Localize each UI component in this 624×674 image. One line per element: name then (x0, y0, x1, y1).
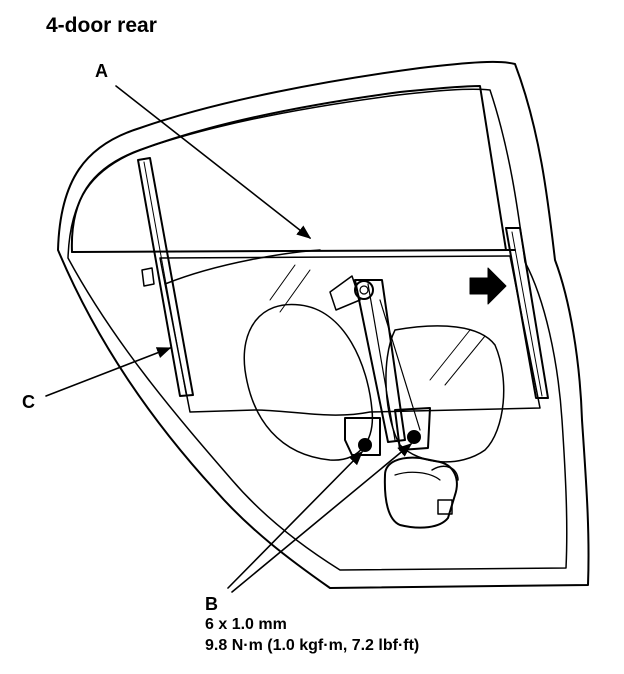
glass-bracket-front (344, 417, 381, 456)
glass-bracket-rear (394, 407, 431, 451)
window-sash (70, 85, 507, 253)
diagram-title: 4-door rear (46, 14, 157, 37)
mounting-bolt-rear (407, 430, 421, 444)
regulator-motor (383, 456, 458, 529)
mounting-bolt-front (358, 438, 372, 452)
bolt-size-spec: 6 x 1.0 mm (205, 616, 287, 633)
glass-lower-edge (164, 249, 321, 285)
window-glass (71, 249, 516, 253)
direction-arrow-icon (469, 267, 507, 305)
leader-line-b-rear (231, 443, 413, 593)
leader-line-b-front (227, 450, 364, 589)
callout-label-c: C (22, 392, 35, 412)
callout-label-b: B (205, 594, 218, 614)
front-guide-rail (137, 157, 194, 397)
access-hole-front (243, 303, 374, 461)
torque-spec: 9.8 N·m (1.0 kgf·m, 7.2 lbf·ft) (205, 637, 420, 654)
leader-line-a (115, 85, 312, 239)
regulator-pivot (354, 280, 374, 300)
leader-line-c (45, 347, 172, 397)
callout-label-a: A (95, 61, 108, 81)
glass-run-channel-rear (505, 227, 549, 399)
regulator-arm (354, 279, 406, 443)
access-hole-rear (385, 325, 505, 463)
glass-body (159, 255, 541, 416)
door-outer-panel (57, 60, 590, 589)
